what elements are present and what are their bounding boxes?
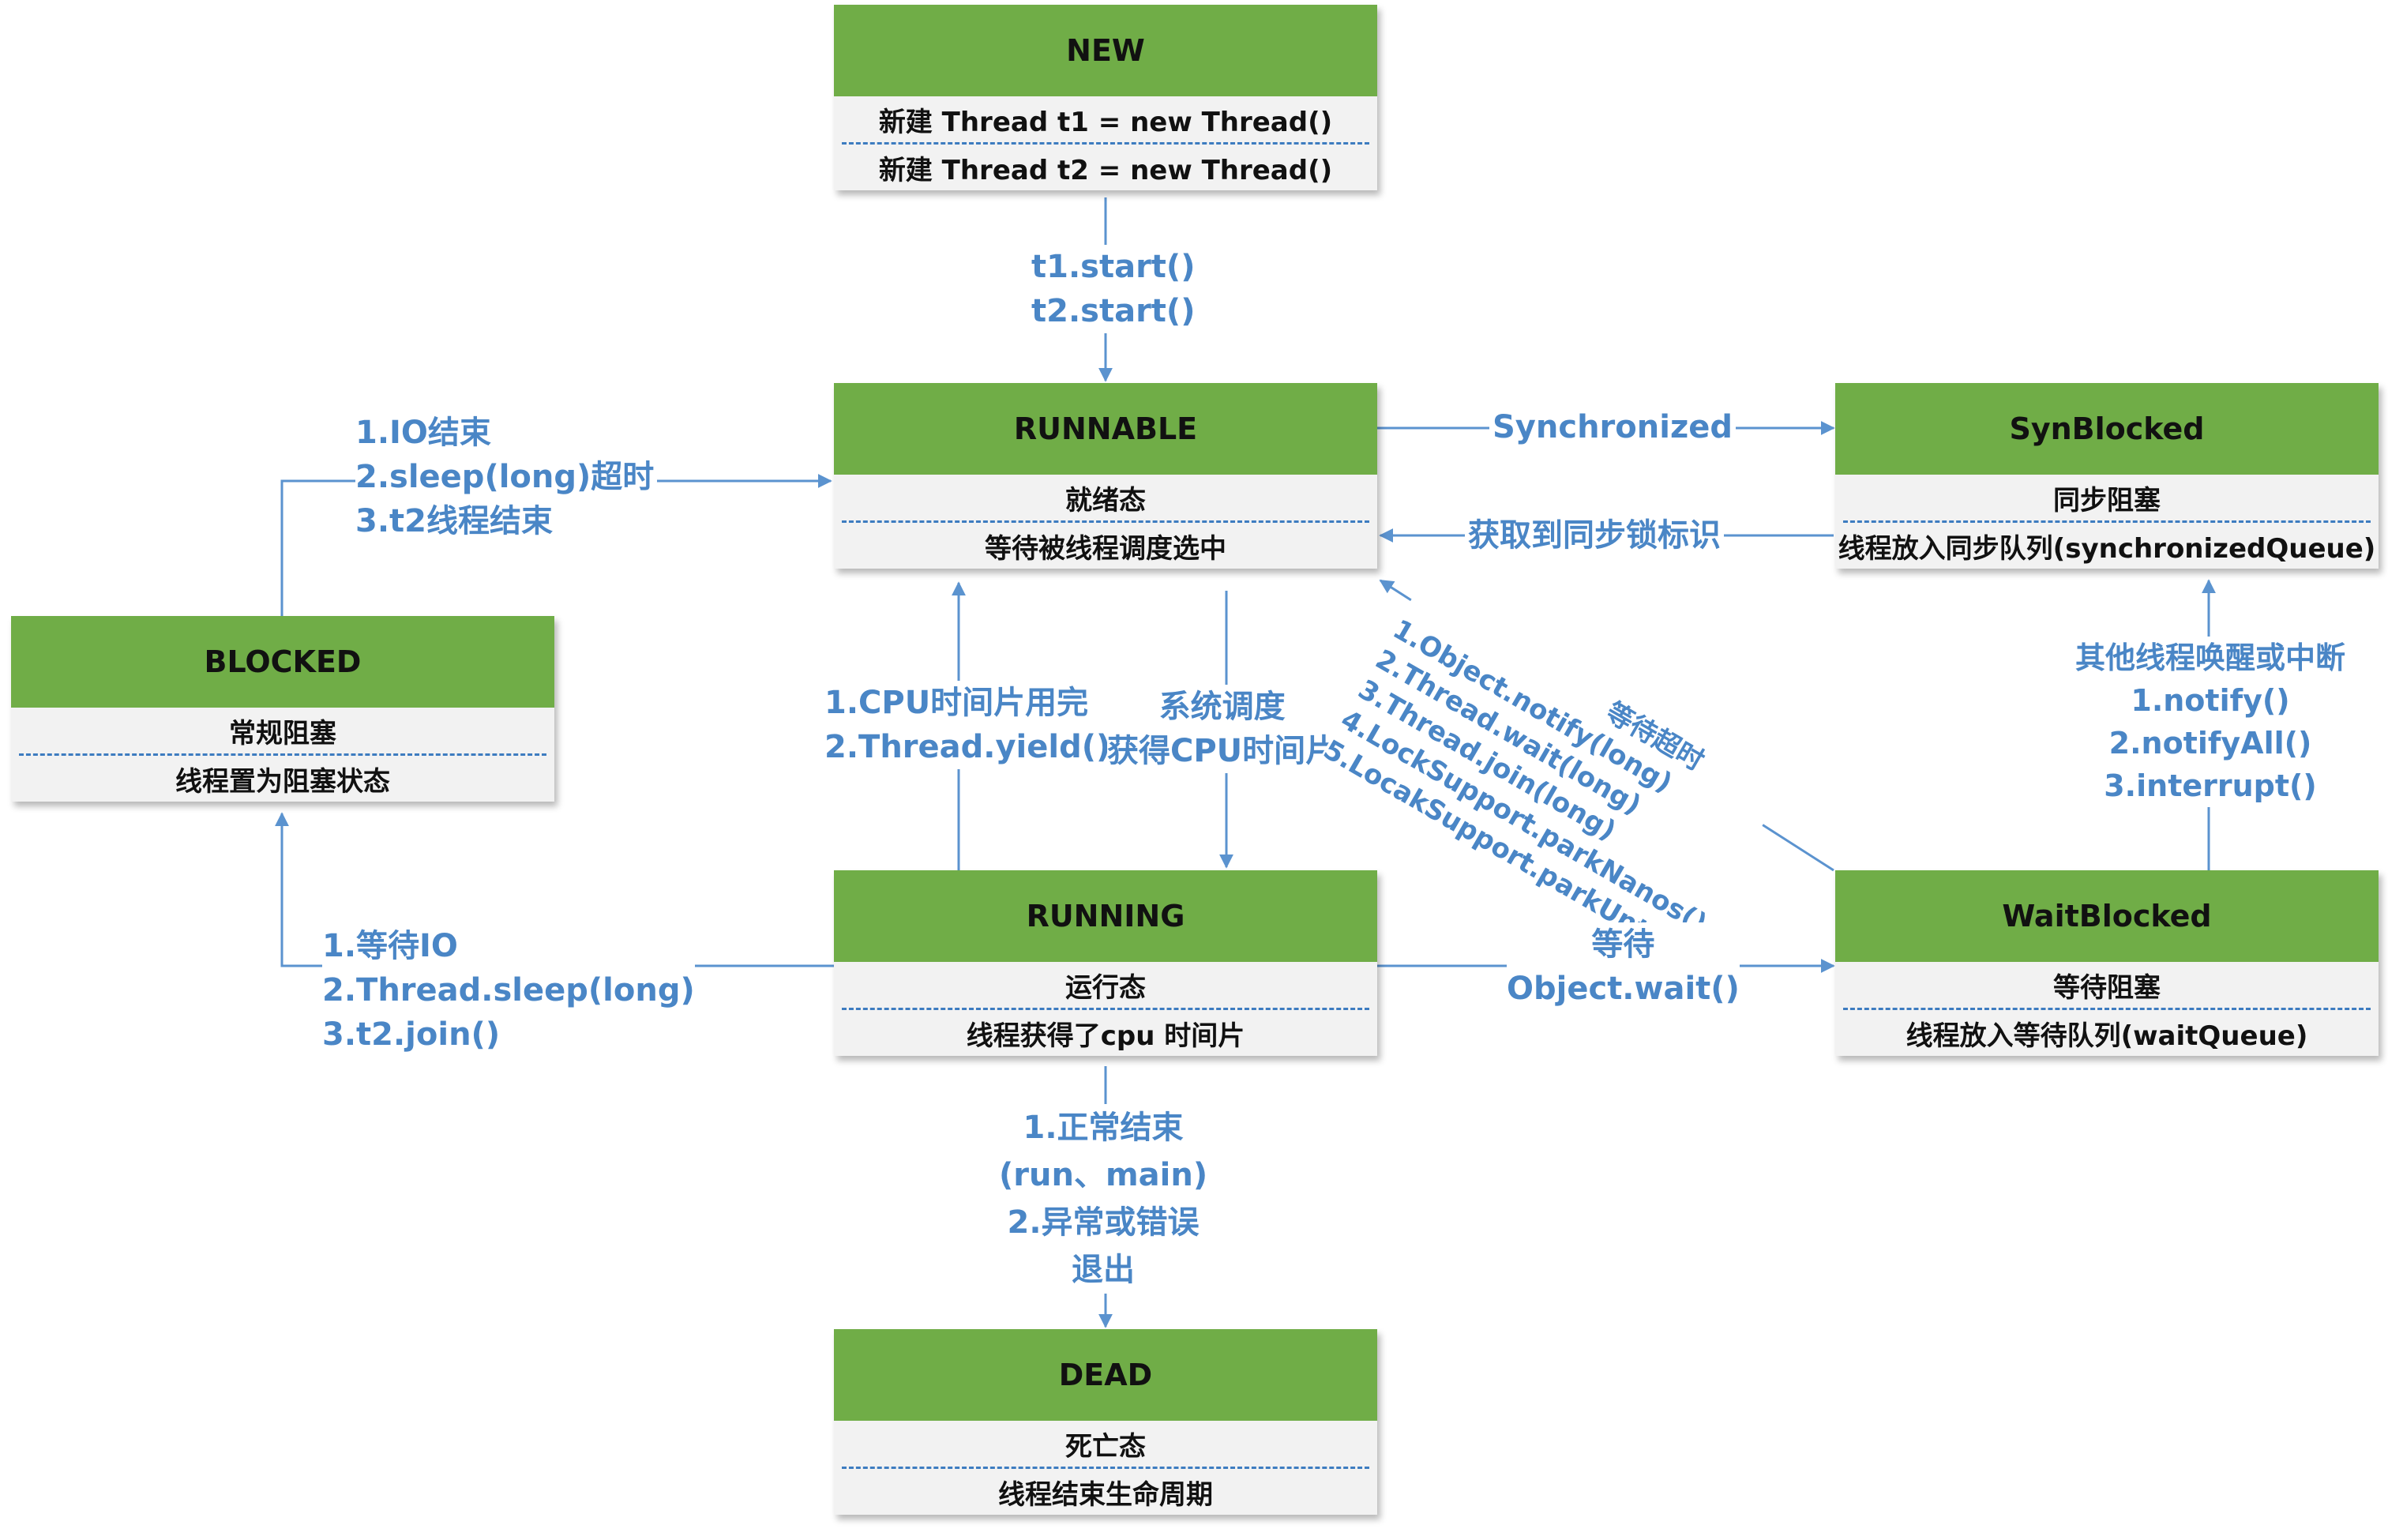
state-running-line1: 运行态 <box>842 962 1369 1010</box>
label-new-to-runnable: t1.start() t2.start() <box>1031 245 1196 333</box>
state-blocked-line2: 线程置为阻塞状态 <box>175 765 390 798</box>
label-blocked-to-runnable: 1.IO结束 2.sleep(long)超时 3.t2线程结束 <box>355 411 658 543</box>
state-waitblocked: WaitBlocked 等待阻塞 线程放入等待队列(waitQueue) <box>1835 870 2379 1056</box>
label-line: 1.CPU时间片用完 <box>824 685 1089 721</box>
label-line: 2.sleep(long)超时 <box>355 455 658 499</box>
label-runnable-to-running: 系统调度 获得CPU时间片 <box>1107 685 1338 773</box>
state-blocked-title: BLOCKED <box>11 616 554 708</box>
label-synblocked-to-runnable: 获取到同步锁标识 <box>1465 513 1724 558</box>
label-line: t1.start() <box>1031 249 1196 285</box>
label-waitblocked-to-synblocked: 其他线程唤醒或中断 1.notify() 2.notifyAll() 3.int… <box>2075 637 2346 807</box>
state-new-title: NEW <box>834 5 1377 96</box>
state-synblocked-title: SynBlocked <box>1835 383 2379 475</box>
label-line: 2.异常或错误 <box>1007 1204 1200 1241</box>
label-line: 3.interrupt() <box>2104 768 2317 803</box>
state-runnable-line2: 等待被线程调度选中 <box>985 532 1226 565</box>
state-synblocked: SynBlocked 同步阻塞 线程放入同步队列(synchronizedQue… <box>1835 383 2379 569</box>
state-synblocked-line1: 同步阻塞 <box>1843 475 2371 523</box>
state-waitblocked-title: WaitBlocked <box>1835 870 2379 962</box>
label-line: 2.notifyAll() <box>2108 726 2312 761</box>
state-running-title: RUNNING <box>834 870 1377 962</box>
label-running-to-dead: 1.正常结束 (run、main) 2.异常或错误 退出 <box>999 1104 1208 1294</box>
state-blocked: BLOCKED 常规阻塞 线程置为阻塞状态 <box>11 616 554 802</box>
state-dead-line2: 线程结束生命周期 <box>998 1478 1213 1511</box>
label-line: 1.正常结束 <box>1023 1110 1184 1146</box>
label-running-to-blocked: 1.等待IO 2.Thread.sleep(long) 3.t2.join() <box>322 924 695 1057</box>
state-blocked-line1: 常规阻塞 <box>19 708 546 756</box>
label-line: t2.start() <box>1031 293 1196 329</box>
state-dead-line1: 死亡态 <box>842 1421 1369 1469</box>
label-line: 等待 <box>1591 926 1655 963</box>
label-running-to-waitblocked: 等待 Object.wait() <box>1507 922 1740 1011</box>
label-line: 退出 <box>1072 1252 1136 1288</box>
state-runnable-line1: 就绪态 <box>842 475 1369 523</box>
state-new-line2: 新建 Thread t2 = new Thread() <box>878 154 1333 186</box>
label-line: 获取到同步锁标识 <box>1468 517 1721 554</box>
state-runnable: RUNNABLE 就绪态 等待被线程调度选中 <box>834 383 1377 569</box>
label-line: 2.Thread.sleep(long) <box>322 972 695 1009</box>
label-line: 1.IO结束 <box>355 415 491 451</box>
label-line: 获得CPU时间片 <box>1107 733 1338 769</box>
state-running-line2: 线程获得了cpu 时间片 <box>966 1020 1245 1052</box>
label-line: 3.t2.join() <box>322 1016 501 1053</box>
state-synblocked-line2: 线程放入同步队列(synchronizedQueue) <box>1838 532 2376 565</box>
label-line: (run、main) <box>999 1157 1208 1193</box>
state-waitblocked-line2: 线程放入等待队列(waitQueue) <box>1906 1020 2308 1052</box>
label-line: Synchronized <box>1492 409 1733 445</box>
state-running: RUNNING 运行态 线程获得了cpu 时间片 <box>834 870 1377 1056</box>
label-line: 1.等待IO <box>322 928 458 964</box>
state-runnable-title: RUNNABLE <box>834 383 1377 475</box>
label-line: Object.wait() <box>1507 971 1740 1007</box>
label-line: 1.notify() <box>2131 683 2290 718</box>
label-runnable-to-synblocked: Synchronized <box>1489 405 1736 449</box>
label-line: 3.t2线程结束 <box>355 503 553 539</box>
label-line: 2.Thread.yield() <box>824 729 1111 765</box>
state-new: NEW 新建 Thread t1 = new Thread() 新建 Threa… <box>834 5 1377 190</box>
state-dead: DEAD 死亡态 线程结束生命周期 <box>834 1329 1377 1515</box>
label-line: 系统调度 <box>1158 689 1286 725</box>
state-new-line1: 新建 Thread t1 = new Thread() <box>842 96 1369 145</box>
state-waitblocked-line1: 等待阻塞 <box>1843 962 2371 1010</box>
label-running-to-runnable: 1.CPU时间片用完 2.Thread.yield() <box>824 681 1111 769</box>
label-line: 其他线程唤醒或中断 <box>2075 640 2346 675</box>
state-dead-title: DEAD <box>834 1329 1377 1421</box>
